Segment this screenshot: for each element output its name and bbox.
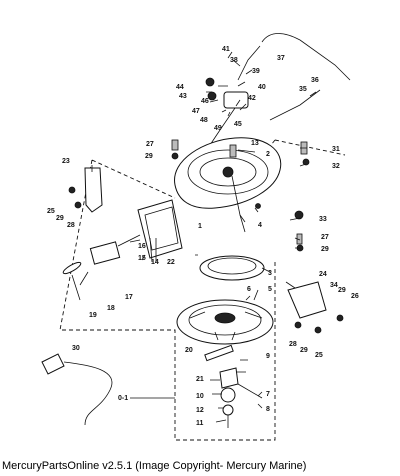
callout-43: 43	[179, 93, 187, 100]
callout-6: 6	[247, 286, 251, 293]
callout-15: 15	[138, 255, 146, 262]
callout-46: 46	[201, 98, 209, 105]
linkage-bracket	[223, 91, 249, 109]
leader-lines	[71, 51, 317, 423]
callout-44: 44	[176, 84, 184, 91]
callout-2: 2	[266, 151, 270, 158]
callout-40: 40	[258, 84, 266, 91]
callout-29c: 29	[321, 246, 329, 253]
callout-39: 39	[252, 68, 260, 75]
callout-29: 29	[145, 153, 153, 160]
assembly-label: 0-1	[118, 395, 128, 402]
callout-22: 22	[167, 259, 175, 266]
clip	[62, 261, 82, 275]
callout-11: 11	[196, 420, 204, 427]
callout-4: 4	[258, 222, 262, 229]
washer	[205, 77, 215, 87]
throttle-linkage	[205, 33, 351, 146]
callout-41: 41	[222, 46, 230, 53]
callout-28: 28	[67, 222, 75, 229]
callout-12: 12	[196, 407, 204, 414]
callout-27b: 27	[321, 234, 329, 241]
callout-25: 25	[47, 208, 55, 215]
callout-31: 31	[332, 146, 340, 153]
callout-36: 36	[311, 77, 319, 84]
callout-29b: 29	[56, 215, 64, 222]
callout-25b: 25	[315, 352, 323, 359]
callout-27: 27	[146, 141, 154, 148]
housing-bolt	[229, 144, 237, 158]
callout-29d: 29	[338, 287, 346, 294]
nut	[207, 91, 217, 101]
callout-48: 48	[200, 117, 208, 124]
parts-diagram: 41 38 37 39 40 36 44 43 46 42 35 47 48 4…	[41, 33, 359, 441]
pawl-assembly	[204, 344, 263, 428]
callout-23: 23	[62, 158, 70, 165]
rewind-spring	[199, 255, 265, 281]
callout-49: 49	[214, 125, 222, 132]
callout-10: 10	[196, 393, 204, 400]
image-caption: MercuryPartsOnline v2.5.1 (Image Copyrig…	[2, 460, 307, 472]
callout-9: 9	[266, 353, 270, 360]
callout-33: 33	[319, 216, 327, 223]
callout-28b: 28	[289, 341, 297, 348]
rope-pulley	[176, 299, 274, 345]
callout-35: 35	[299, 86, 307, 93]
callout-45: 45	[234, 121, 242, 128]
starter-housing	[174, 137, 282, 233]
callout-8: 8	[266, 406, 270, 413]
bracket	[68, 167, 103, 213]
callout-16: 16	[138, 243, 146, 250]
callout-34: 34	[330, 282, 338, 289]
callout-18: 18	[107, 305, 115, 312]
callout-37: 37	[277, 55, 285, 62]
callout-47: 47	[192, 108, 200, 115]
callout-38: 38	[230, 57, 238, 64]
callout-29e: 29	[300, 347, 308, 354]
callout-1: 1	[198, 223, 202, 230]
callout-26: 26	[351, 293, 359, 300]
callout-17: 17	[125, 294, 133, 301]
right-bracket	[287, 281, 344, 334]
callout-19: 19	[89, 312, 97, 319]
callout-42: 42	[248, 95, 256, 102]
callout-30: 30	[72, 345, 80, 352]
ground-lead	[41, 353, 113, 426]
callout-14: 14	[151, 259, 159, 266]
callout-5: 5	[268, 286, 272, 293]
kit-boundary	[59, 139, 346, 441]
callout-20: 20	[185, 347, 193, 354]
callout-3: 3	[268, 270, 272, 277]
callout-24: 24	[319, 271, 327, 278]
callout-21: 21	[196, 376, 204, 383]
callout-labels: 41 38 37 39 40 36 44 43 46 42 35 47 48 4…	[47, 46, 359, 427]
callout-7: 7	[266, 391, 270, 398]
callout-13: 13	[251, 140, 259, 147]
callout-32: 32	[332, 163, 340, 170]
switch	[62, 234, 141, 275]
